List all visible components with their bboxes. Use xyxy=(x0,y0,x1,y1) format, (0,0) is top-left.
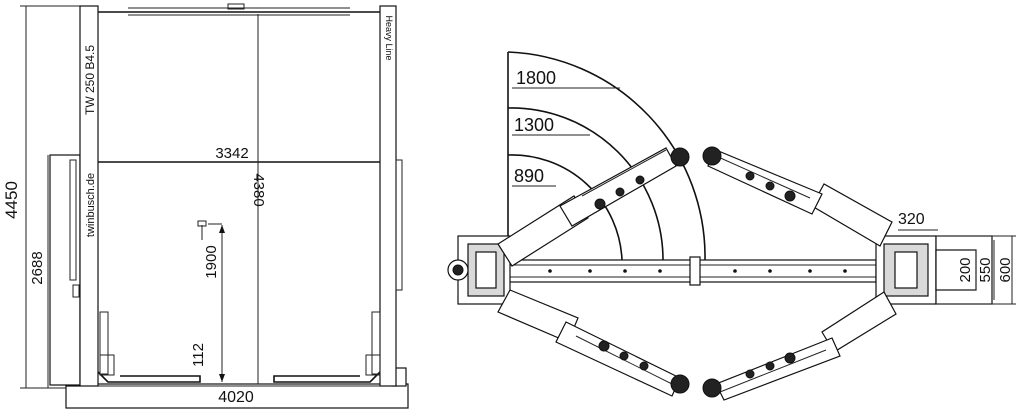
column-right-label: Heavy Line xyxy=(384,15,394,60)
column-model-label: TW 250 B4.5 xyxy=(83,45,97,115)
dim-base-inner: 200 xyxy=(957,257,974,282)
dim-lift-height: 1900 xyxy=(203,245,220,278)
radius-label-890: 890 xyxy=(514,166,544,186)
arm-upper-right xyxy=(702,146,893,247)
right-post-base xyxy=(875,235,993,305)
dim-overall-height: 4450 xyxy=(2,181,21,219)
dim-min-height: 112 xyxy=(190,343,207,367)
left-housing xyxy=(49,154,81,386)
dim-base-mid: 550 xyxy=(977,257,994,282)
radius-label-1800: 1800 xyxy=(516,68,556,88)
right-column xyxy=(379,5,397,387)
dim-base-outer: 600 xyxy=(997,257,1014,282)
column-brand-label: twinbusch.de xyxy=(85,173,97,237)
top-view: 1800 1300 890 320 xyxy=(447,51,1016,401)
right-arm-low xyxy=(273,311,381,383)
base-plate xyxy=(65,383,409,409)
arm-upper-left xyxy=(497,147,690,267)
dim-inner-width: 3342 xyxy=(215,145,248,162)
front-view: 4450 2688 4020 TW 250 B4.5 twinbusch.de … xyxy=(2,3,409,409)
arm-lower-right xyxy=(702,291,897,401)
radius-arc-1300 xyxy=(507,107,664,261)
left-post-base xyxy=(447,235,511,305)
left-arm-low xyxy=(97,311,201,383)
dim-inner-height: 4380 xyxy=(250,173,267,206)
dim-arm-offset: 320 xyxy=(898,211,925,228)
cross-beam xyxy=(499,259,877,283)
radius-arc-890 xyxy=(507,154,623,261)
radius-label-1300: 1300 xyxy=(514,115,554,135)
dim-lower-height: 2688 xyxy=(29,251,46,284)
radius-arc-1800 xyxy=(507,51,706,261)
dim-base-width: 4020 xyxy=(218,389,254,406)
arm-lower-left xyxy=(497,289,690,397)
left-column xyxy=(79,5,99,387)
